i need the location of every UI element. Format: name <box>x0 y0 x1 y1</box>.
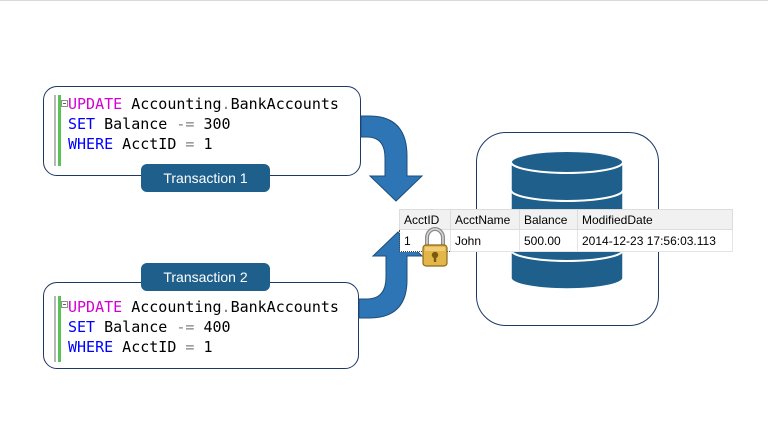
curved-arrow-icon <box>358 231 424 319</box>
code-line-2: SET Balance -= 400 <box>68 318 231 336</box>
sql-keyword: UPDATE <box>68 95 123 113</box>
code-line-2: SET Balance -= 300 <box>68 115 231 133</box>
code-line-1: UPDATE Accounting.BankAccounts <box>68 95 339 113</box>
transaction-2-label: Transaction 2 <box>141 263 270 291</box>
cell-modifieddate[interactable]: 2014-12-23 17:56:03.113 <box>577 229 733 252</box>
sql-keyword: SET <box>68 115 96 133</box>
column-header[interactable]: AcctID <box>399 209 451 230</box>
editor-gutter <box>54 95 68 166</box>
sql-keyword: WHERE <box>68 135 114 153</box>
result-grid: AcctID AcctName Balance ModifiedDate 1 J… <box>399 209 733 252</box>
column-header[interactable]: ModifiedDate <box>577 209 733 230</box>
padlock-icon <box>422 227 448 267</box>
code-line-3: WHERE AcctID = 1 <box>68 338 213 356</box>
collapse-icon[interactable] <box>61 100 68 107</box>
sql-keyword: SET <box>68 318 96 336</box>
editor-gutter <box>54 296 68 362</box>
code-line-1: UPDATE Accounting.BankAccounts <box>68 298 339 316</box>
grid-header-row: AcctID AcctName Balance ModifiedDate <box>399 209 733 230</box>
top-divider <box>0 0 768 1</box>
code-line-3: WHERE AcctID = 1 <box>68 135 213 153</box>
sql-keyword: UPDATE <box>68 298 123 316</box>
column-header[interactable]: AcctName <box>450 209 520 230</box>
cell-acctname[interactable]: John <box>450 229 520 252</box>
cell-balance[interactable]: 500.00 <box>519 229 578 252</box>
column-header[interactable]: Balance <box>519 209 578 230</box>
transaction-1-label: Transaction 1 <box>141 164 270 192</box>
sql-keyword: WHERE <box>68 338 114 356</box>
collapse-icon[interactable] <box>61 301 68 308</box>
curved-arrow-icon <box>360 115 424 202</box>
